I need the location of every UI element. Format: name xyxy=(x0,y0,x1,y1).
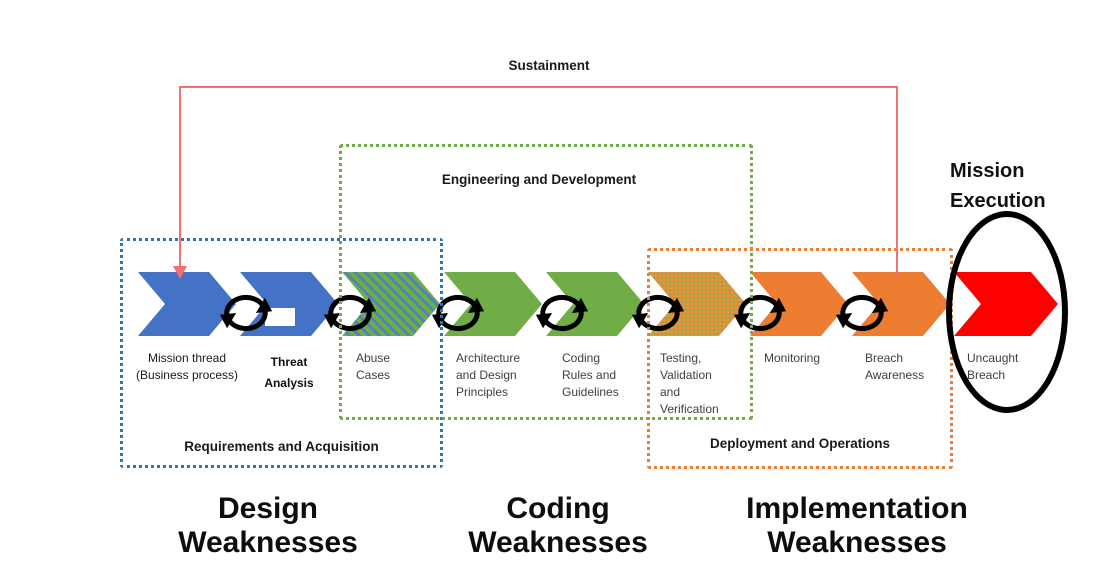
white-notch-rect xyxy=(265,308,295,326)
label-monitoring: Monitoring xyxy=(764,351,821,365)
sustainment-line-right xyxy=(896,86,898,278)
requirements-acquisition-label: Requirements and Acquisition xyxy=(184,439,379,454)
cycle-arrows-icon xyxy=(219,284,273,342)
label-architecture-design: Architecture and Design Principles xyxy=(456,351,521,399)
sustainment-arrowhead-icon xyxy=(173,266,187,279)
design-weaknesses-title: Design Weaknesses xyxy=(178,492,358,559)
label-threat-analysis: Threat Analysis xyxy=(264,355,314,390)
deployment-operations-label: Deployment and Operations xyxy=(709,436,891,451)
cycle-arrows-icon xyxy=(535,284,589,342)
cycle-arrows-icon xyxy=(631,284,685,342)
sustainment-line-horizontal xyxy=(179,86,898,88)
mission-execution-ellipse xyxy=(946,211,1068,413)
cycle-arrows-icon xyxy=(835,284,889,342)
sustainment-line-left xyxy=(179,86,181,266)
engineering-development-label: Engineering and Development xyxy=(441,172,637,187)
mission-execution-label: Mission Execution xyxy=(950,160,1046,212)
cycle-arrows-icon xyxy=(323,284,377,342)
label-abuse-cases: Abuse Cases xyxy=(356,351,391,382)
implementation-weaknesses-title: Implementation Weaknesses xyxy=(746,492,968,559)
label-breach-awareness: Breach Awareness xyxy=(865,351,925,382)
sustainment-label: Sustainment xyxy=(508,58,590,73)
coding-weaknesses-title: Coding Weaknesses xyxy=(468,492,648,559)
label-testing-validation: Testing, Validation and Verification xyxy=(660,351,719,416)
cycle-arrows-icon xyxy=(733,284,787,342)
label-coding-rules: Coding Rules and Guidelines xyxy=(562,351,619,399)
cycle-arrows-icon xyxy=(431,284,485,342)
label-mission-thread: Mission thread (Business process) xyxy=(135,351,239,382)
